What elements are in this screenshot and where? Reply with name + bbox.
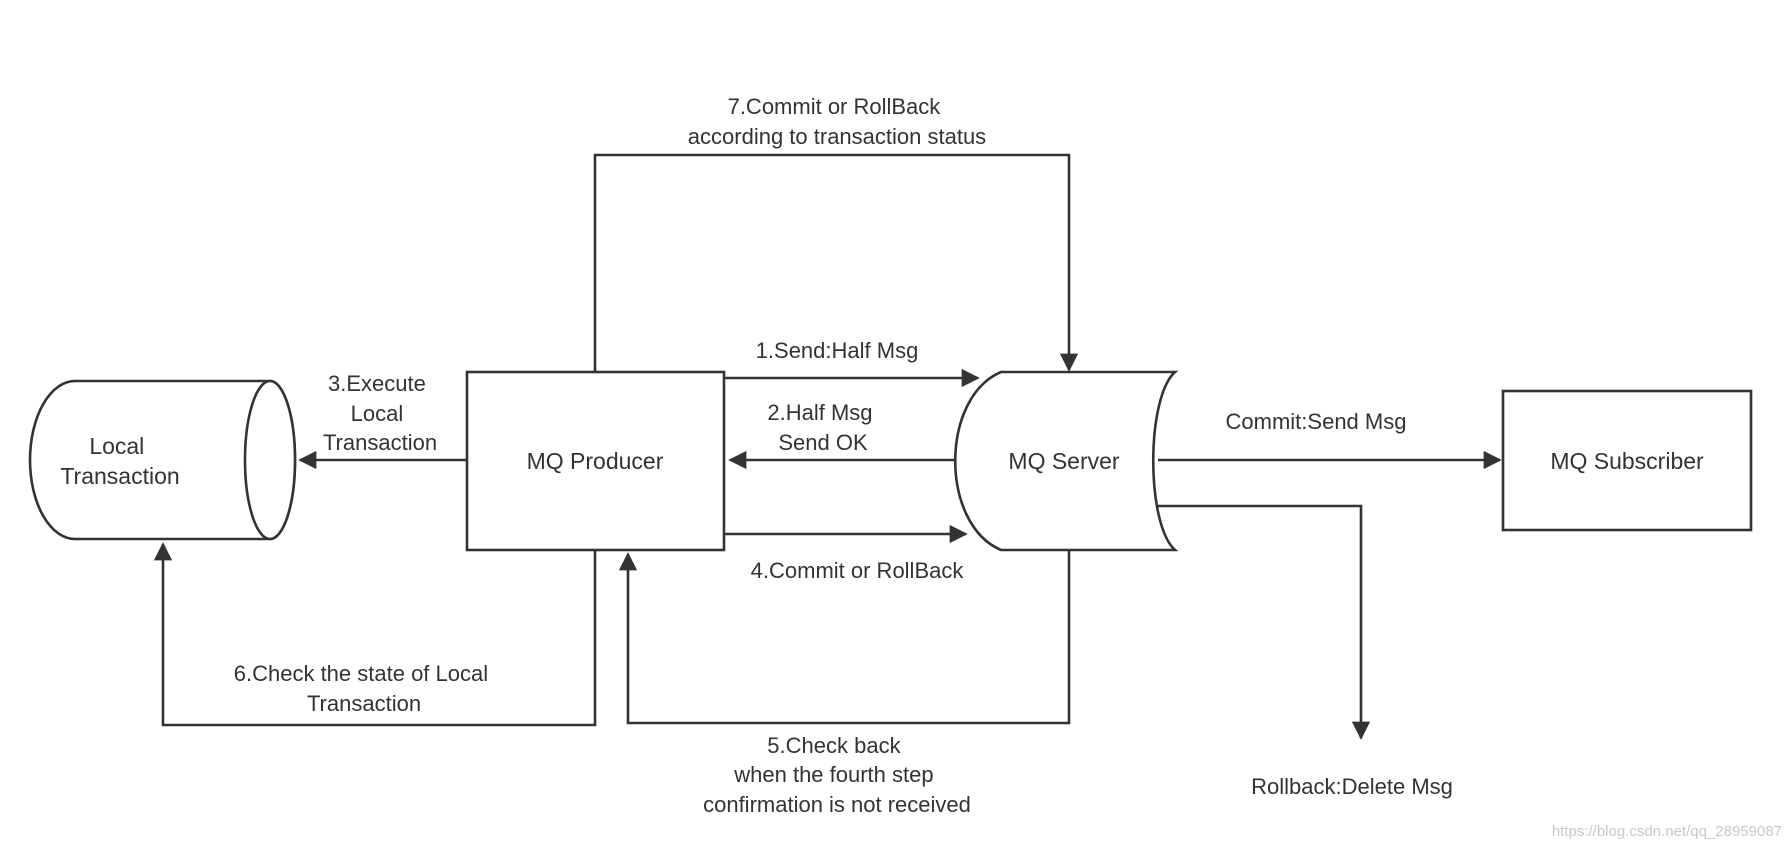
step-2-label: 2.Half Msg Send OK [767,400,878,455]
step-7-label-line-1: 7.Commit or RollBack [728,94,942,119]
mq-producer-node: MQ Producer [465,370,726,552]
step-1-label: 1.Send:Half Msg [756,338,919,363]
edge-check-back [618,550,1071,725]
mq-subscriber-label: MQ Subscriber [1550,448,1704,474]
step-3-label-line-1: 3.Execute [328,371,426,396]
commit-send-msg-label: Commit:Send Msg [1226,409,1407,434]
watermark-text: https://blog.csdn.net/qq_28959087 [1552,823,1782,840]
edge-check-state [153,542,597,727]
step-3-label: 3.Execute Local Transaction [323,371,437,455]
rollback-delete-msg-label: Rollback:Delete Msg [1251,774,1453,799]
step-6-label: 6.Check the state of Local Transaction [234,661,495,716]
step-7-label: 7.Commit or RollBack according to transa… [688,94,986,149]
step-6-label-line-1: 6.Check the state of Local [234,661,488,686]
local-transaction-label: Local Transaction [60,433,179,489]
step-6-label-line-2: Transaction [307,691,421,716]
edge-rollback-delete [1150,504,1371,740]
step-3-label-line-2: Local [351,401,404,426]
step-4-label: 4.Commit or RollBack [751,558,965,583]
mq-server-node: MQ Server [954,370,1179,552]
step-5-label-line-2: when the fourth step [733,762,933,787]
step-5-label-line-3: confirmation is not received [703,792,971,817]
step-5-label: 5.Check back when the fourth step confir… [703,733,971,817]
step-5-label-line-1: 5.Check back [767,733,901,758]
local-transaction-node: Local Transaction [28,379,297,541]
step-3-label-line-3: Transaction [323,430,437,455]
mq-server-label: MQ Server [1008,448,1120,474]
mq-subscriber-node: MQ Subscriber [1501,389,1753,532]
step-7-label-line-2: according to transaction status [688,124,986,149]
mq-producer-label: MQ Producer [527,448,664,474]
edge-commit-by-status [593,153,1079,372]
local-transaction-label-line-1: Local [89,433,144,459]
local-transaction-label-line-2: Transaction [60,463,179,489]
step-2-label-line-2: Send OK [778,430,868,455]
step-2-label-line-1: 2.Half Msg [767,400,872,425]
